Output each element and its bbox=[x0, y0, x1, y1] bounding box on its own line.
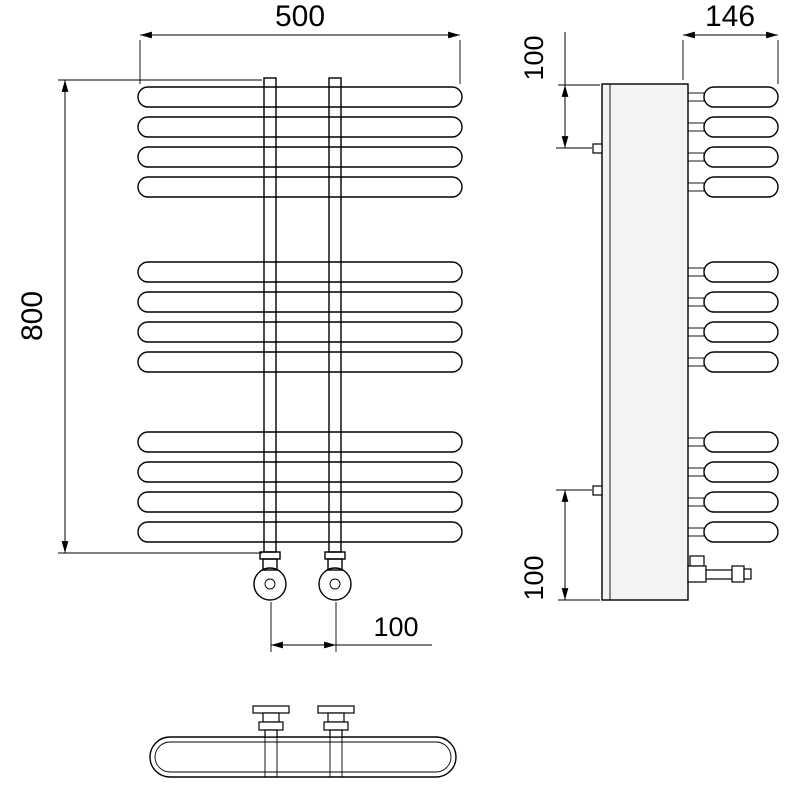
fitting-collar bbox=[323, 721, 349, 731]
bar-end bbox=[703, 491, 779, 513]
bar-end bbox=[703, 176, 779, 198]
valve-end-nut bbox=[731, 565, 745, 583]
towel-bar bbox=[137, 86, 463, 108]
front-view bbox=[137, 77, 463, 601]
bar-stub bbox=[687, 92, 705, 102]
dimension-connection-spacing-100: 100 bbox=[270, 602, 432, 652]
bar-end bbox=[703, 116, 779, 138]
dimension-height-800: 800 bbox=[16, 79, 262, 554]
bottom-wall-bracket bbox=[592, 485, 603, 496]
fitting-neck bbox=[327, 712, 345, 723]
bar-stub bbox=[687, 357, 705, 367]
valve-nut bbox=[689, 555, 705, 567]
towel-bar bbox=[137, 291, 463, 313]
towel-bar bbox=[137, 521, 463, 543]
valve-cap bbox=[743, 568, 752, 580]
bar-stub bbox=[687, 497, 705, 507]
bar-end bbox=[703, 261, 779, 283]
towel-bar bbox=[137, 146, 463, 168]
left-connection-valve bbox=[253, 551, 287, 601]
valve-pipe bbox=[705, 569, 733, 580]
bar-stub bbox=[687, 267, 705, 277]
bar-stub bbox=[687, 437, 705, 447]
bar-end bbox=[703, 461, 779, 483]
top-view-inner-contour bbox=[154, 741, 452, 773]
side-view bbox=[592, 83, 779, 601]
dimension-top-offset-100: 100 bbox=[519, 32, 600, 149]
dim-height-label: 800 bbox=[16, 291, 49, 341]
bar-end bbox=[703, 431, 779, 453]
fitting-neck bbox=[262, 712, 280, 723]
top-view bbox=[149, 705, 457, 778]
bar-stub bbox=[687, 527, 705, 537]
valve-collar bbox=[259, 551, 281, 560]
valve-body bbox=[318, 567, 352, 601]
bar-end bbox=[703, 86, 779, 108]
towel-bar bbox=[137, 261, 463, 283]
bar-stub bbox=[687, 297, 705, 307]
dim-top-offset-label: 100 bbox=[519, 35, 549, 80]
top-view-body bbox=[149, 736, 457, 778]
left-riser-pipe bbox=[263, 77, 277, 553]
bar-end bbox=[703, 521, 779, 543]
right-riser-pipe bbox=[328, 77, 342, 553]
bar-stub bbox=[687, 182, 705, 192]
bar-stub bbox=[687, 122, 705, 132]
fitting-stem bbox=[264, 729, 278, 738]
dimension-width-500: 500 bbox=[139, 0, 461, 84]
bar-end bbox=[703, 146, 779, 168]
fitting-handle bbox=[317, 705, 355, 714]
right-connection-valve bbox=[318, 551, 352, 601]
bar-end bbox=[703, 351, 779, 373]
valve-collar bbox=[324, 551, 346, 560]
top-wall-bracket bbox=[592, 143, 603, 154]
side-valve bbox=[687, 555, 752, 583]
towel-bar bbox=[137, 431, 463, 453]
fitting-collar bbox=[258, 721, 284, 731]
valve-nut bbox=[262, 558, 278, 571]
dim-bottom-offset-label: 100 bbox=[519, 555, 549, 600]
towel-bar bbox=[137, 351, 463, 373]
valve-detail bbox=[264, 578, 276, 590]
valve-body bbox=[687, 565, 707, 583]
valve-nut bbox=[327, 558, 343, 571]
valve-detail bbox=[329, 578, 341, 590]
valve-body bbox=[253, 567, 287, 601]
dim-depth-label: 146 bbox=[705, 0, 755, 33]
towel-bar bbox=[137, 321, 463, 343]
dimension-depth-146: 146 bbox=[682, 0, 779, 84]
bar-stub bbox=[687, 152, 705, 162]
dim-width-label: 500 bbox=[275, 0, 325, 33]
dim-connection-spacing-label: 100 bbox=[373, 612, 418, 642]
towel-bar bbox=[137, 461, 463, 483]
fitting-handle bbox=[252, 705, 290, 714]
bar-end bbox=[703, 321, 779, 343]
bar-stub bbox=[687, 327, 705, 337]
bar-stub bbox=[687, 467, 705, 477]
top-right-fitting bbox=[317, 705, 355, 738]
towel-bar bbox=[137, 491, 463, 513]
fitting-stem bbox=[329, 729, 343, 738]
top-left-fitting bbox=[252, 705, 290, 738]
dimension-bottom-offset-100: 100 bbox=[519, 489, 600, 601]
bar-end bbox=[703, 291, 779, 313]
towel-bar bbox=[137, 116, 463, 138]
side-panel bbox=[601, 83, 689, 601]
towel-bar bbox=[137, 176, 463, 198]
